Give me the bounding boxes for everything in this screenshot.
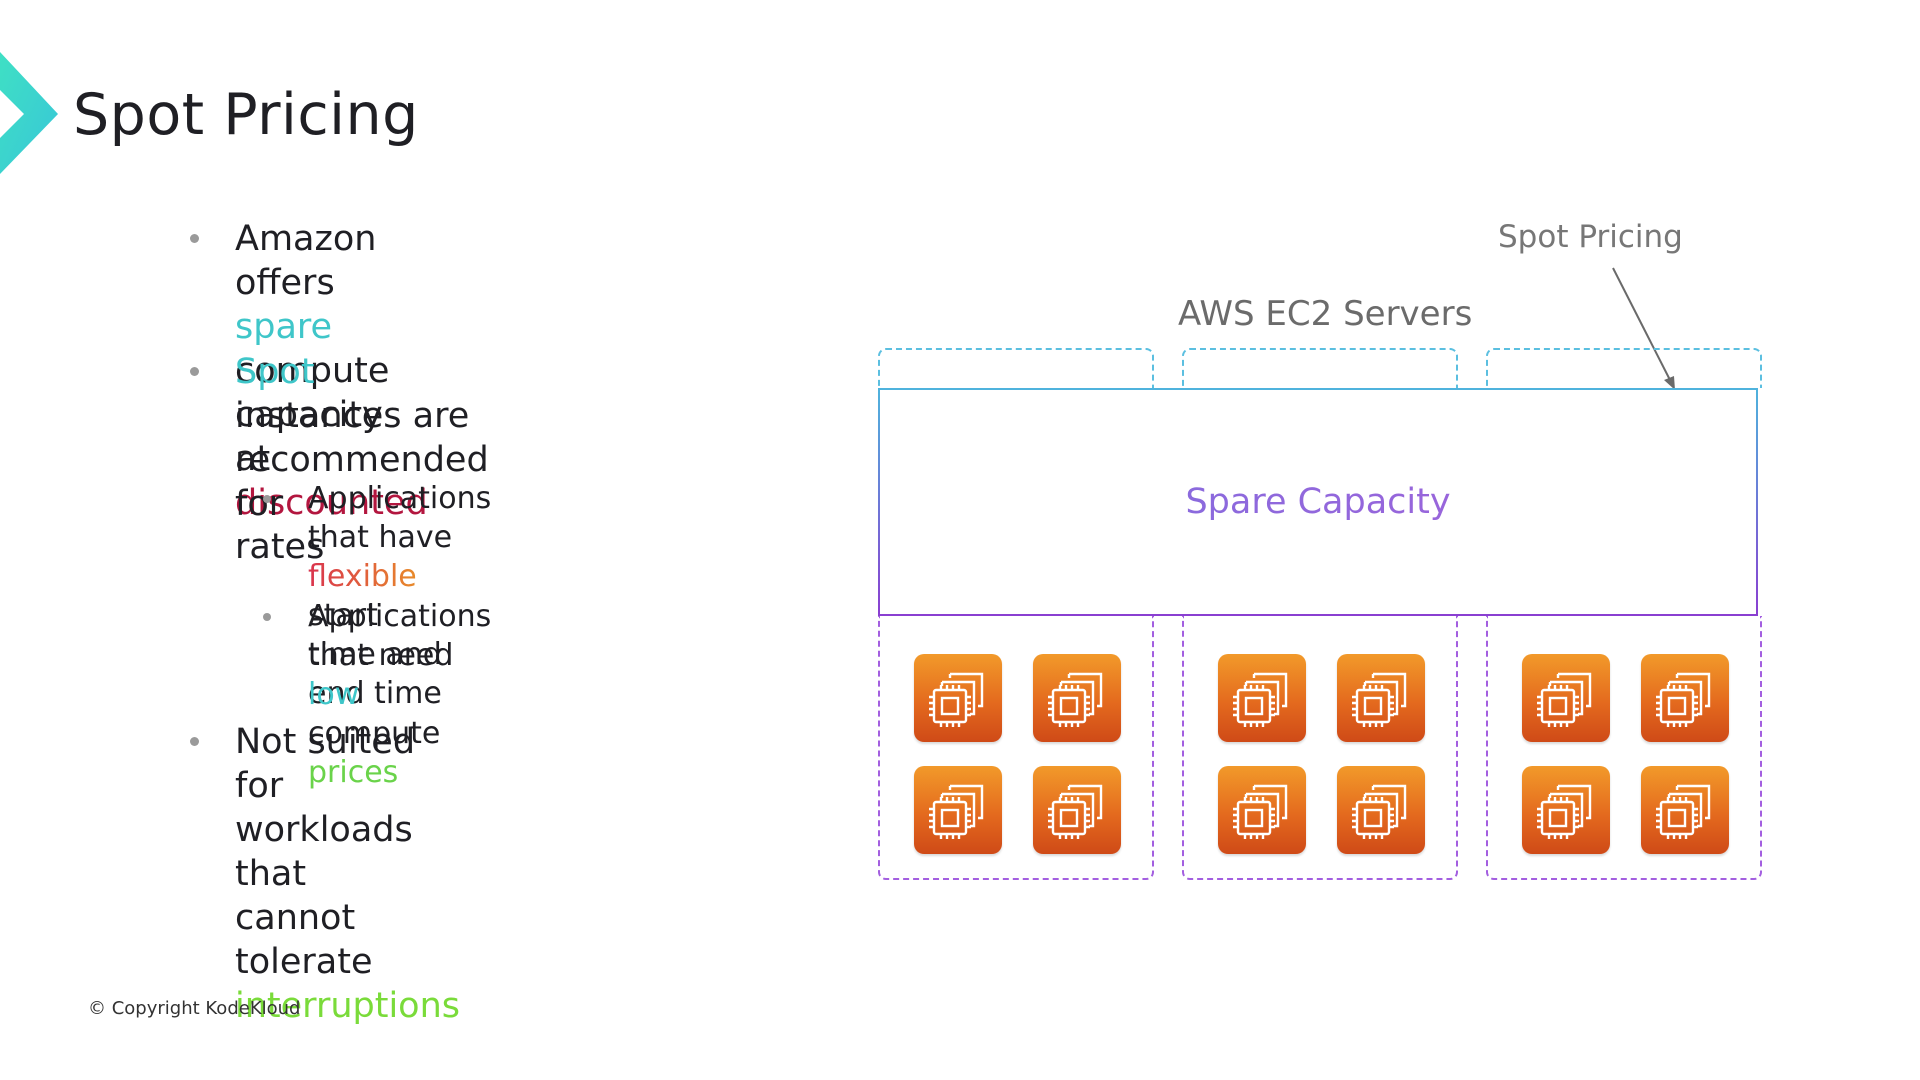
bullet-dot xyxy=(190,737,199,746)
bullet-segment: Spot xyxy=(235,352,315,392)
ec2-instance-icon xyxy=(1522,654,1610,742)
ec2-instance-icon xyxy=(914,766,1002,854)
server-column-top xyxy=(1486,348,1762,388)
bullet-segment: Amazon offers xyxy=(235,219,377,303)
ec2-instance-icon xyxy=(1218,654,1306,742)
bullet-dot xyxy=(190,367,199,376)
accent-chevron-logo xyxy=(0,52,58,174)
bullet-segment: for xyxy=(235,484,284,524)
bullet-segment: start xyxy=(308,598,378,633)
bullet-segment: flexible xyxy=(308,559,417,594)
spot-pricing-label: Spot Pricing xyxy=(1498,219,1683,255)
copyright-notice: © Copyright KodeKloud xyxy=(88,998,301,1019)
server-column-top xyxy=(1182,348,1458,388)
sub-bullet-dot xyxy=(263,613,271,621)
bullet-segment: compute xyxy=(308,716,441,751)
bullet-segment: time and end time xyxy=(308,637,442,711)
ec2-instance-icon xyxy=(1522,766,1610,854)
bullet-segment: prices xyxy=(308,755,399,790)
bullet-segment: low xyxy=(308,677,360,712)
bullet-segment: Applications that need xyxy=(308,599,492,673)
bullet-segment: Not suited for workloads that xyxy=(235,722,416,894)
sub-bullet-item: Applications that need low compute prices xyxy=(308,597,491,792)
spare-capacity-box: Spare Capacity xyxy=(878,388,1758,616)
bullet-segment: interruptions xyxy=(235,986,461,1026)
bullet-segment: spare xyxy=(235,307,333,347)
server-column-bottom xyxy=(1182,616,1458,880)
sub-bullet-item: Applications that have flexible start tim… xyxy=(308,479,491,713)
ec2-instance-icon xyxy=(1033,766,1121,854)
ec2-instance-icon xyxy=(1641,654,1729,742)
ec2-instance-icon xyxy=(1033,654,1121,742)
bullet-segment: instances are recommended xyxy=(235,396,489,480)
server-column-bottom xyxy=(1486,616,1762,880)
bullet-dot xyxy=(190,234,199,243)
ec2-instance-icon xyxy=(1641,766,1729,854)
bullet-segment: discounted xyxy=(235,483,428,523)
bullet-segment: capacity at xyxy=(235,395,383,479)
bullet-text: Applications that need low compute prices xyxy=(308,597,491,792)
page-title: Spot Pricing xyxy=(73,82,419,148)
bullet-segment: rates xyxy=(235,527,325,567)
server-column-top xyxy=(878,348,1154,388)
sub-bullet-dot xyxy=(263,495,271,503)
ec2-instance-icon xyxy=(1218,766,1306,854)
bullet-segment: Applications that have xyxy=(308,481,492,555)
bullet-segment: cannot tolerate xyxy=(235,898,373,982)
bullet-text: Applications that have flexible start tim… xyxy=(308,479,491,713)
ec2-instance-icon xyxy=(1337,766,1425,854)
server-column-bottom xyxy=(878,616,1154,880)
bullet-segment: compute xyxy=(235,351,390,391)
ec2-instance-icon xyxy=(1337,654,1425,742)
ec2-instance-icon xyxy=(914,654,1002,742)
aws-ec2-servers-label: AWS EC2 Servers xyxy=(1178,294,1473,334)
spare-capacity-label: Spare Capacity xyxy=(880,482,1756,522)
